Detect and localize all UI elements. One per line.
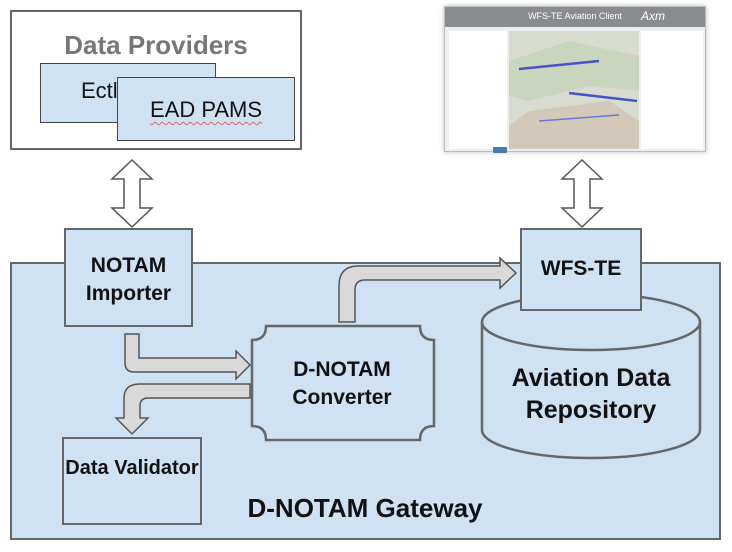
client-feature-panel: [449, 31, 507, 153]
d-notam-converter-label: D-NOTAM Converter: [292, 358, 392, 409]
client-map-panel: [509, 31, 639, 149]
map-area-north: [509, 41, 639, 101]
d-notam-gateway-label: D-NOTAM Gateway: [247, 493, 483, 523]
map-runway-1: [518, 59, 600, 71]
arrow-converter-wfs: [338, 256, 518, 323]
map-area-south: [509, 101, 639, 149]
client-logo: Axm: [641, 9, 665, 23]
ead-pams-label: EAD PAMS: [149, 97, 263, 122]
repository-cylinder: [480, 322, 702, 460]
client-map-graphic: [509, 31, 639, 149]
wfs-te-client-screenshot: WFS-TE Aviation Client Axm: [444, 6, 706, 153]
wfs-te-label: WFS-TE: [540, 257, 622, 280]
double-arrow-client-wfs: [560, 158, 604, 229]
client-title-bar: WFS-TE Aviation Client Axm: [445, 7, 705, 27]
ectl-label: Ectl: [81, 78, 118, 103]
notam-importer-box: [64, 228, 193, 327]
data-providers-title: Data Providers: [64, 30, 248, 60]
aviation-data-repository-label: Aviation Data Repository: [511, 364, 671, 424]
client-layer-panel: [641, 31, 703, 149]
converter-box: [250, 324, 436, 442]
wfs-te-box: [520, 228, 642, 311]
map-runway-3: [538, 114, 620, 122]
client-submit-button: [493, 147, 507, 153]
map-runway-2: [568, 91, 638, 103]
client-title: WFS-TE Aviation Client: [528, 11, 622, 21]
arrow-converter-validator: [114, 383, 251, 436]
double-arrow-providers-importer: [110, 158, 154, 229]
data-validator-label: Data Validator: [65, 457, 199, 479]
ead-pams-box: EAD PAMS: [117, 77, 295, 141]
arrow-importer-converter: [124, 333, 252, 381]
notam-importer-label: NOTAM Importer: [85, 254, 172, 305]
data-validator-box: [62, 437, 202, 525]
